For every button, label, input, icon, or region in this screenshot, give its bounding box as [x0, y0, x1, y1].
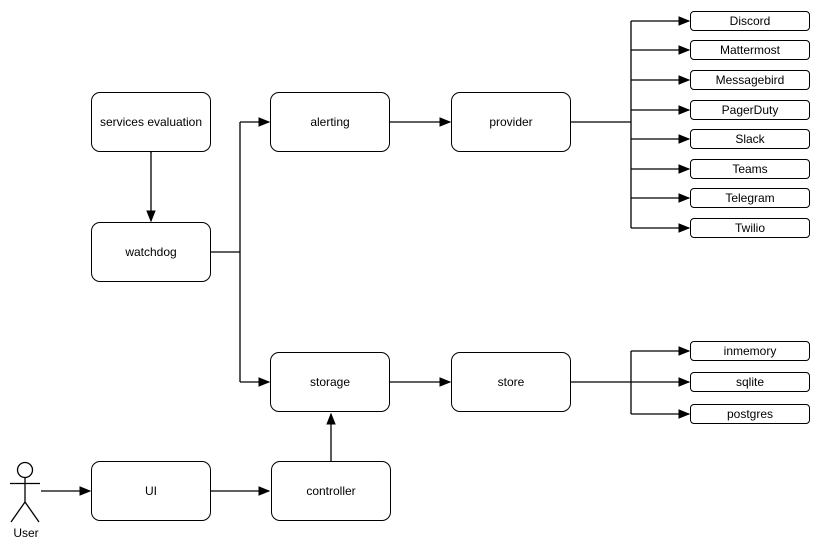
leaf-twilio-label: Twilio — [734, 221, 765, 235]
node-controller: controller — [271, 461, 391, 521]
node-watchdog-label: watchdog — [125, 244, 177, 259]
leaf-slack: Slack — [690, 129, 810, 149]
node-ui-label: UI — [145, 483, 157, 498]
leaf-discord-label: Discord — [729, 14, 771, 28]
node-alerting: alerting — [270, 92, 390, 152]
leaf-teams: Teams — [690, 159, 810, 179]
node-alerting-label: alerting — [310, 114, 350, 129]
node-services-evaluation-label: services evaluation — [99, 114, 203, 129]
leaf-messagebird: Messagebird — [690, 70, 810, 90]
node-store-label: store — [497, 374, 525, 389]
leaf-slack-label: Slack — [735, 132, 765, 146]
leaf-inmemory-label: inmemory — [723, 344, 777, 358]
node-services-evaluation: services evaluation — [91, 92, 211, 152]
node-controller-label: controller — [306, 483, 356, 498]
leaf-pagerduty-label: PagerDuty — [721, 103, 779, 117]
node-watchdog: watchdog — [91, 222, 211, 282]
node-provider-label: provider — [489, 114, 533, 129]
node-provider: provider — [451, 92, 571, 152]
leaf-telegram-label: Telegram — [725, 191, 775, 205]
leaf-teams-label: Teams — [732, 162, 768, 176]
node-storage: storage — [270, 352, 390, 412]
node-ui: UI — [91, 461, 211, 521]
node-storage-label: storage — [309, 374, 351, 389]
node-store: store — [451, 352, 571, 412]
leaf-discord: Discord — [690, 11, 810, 31]
leaf-telegram: Telegram — [690, 188, 810, 208]
leaf-postgres: postgres — [690, 404, 810, 424]
leaf-inmemory: inmemory — [690, 341, 810, 361]
user-actor-icon — [10, 461, 40, 523]
leaf-messagebird-label: Messagebird — [715, 73, 785, 87]
leaf-postgres-label: postgres — [726, 407, 774, 421]
leaf-twilio: Twilio — [690, 218, 810, 238]
leaf-pagerduty: PagerDuty — [690, 100, 810, 120]
leaf-mattermost: Mattermost — [690, 40, 810, 60]
leaf-sqlite-label: sqlite — [735, 375, 764, 389]
leaf-sqlite: sqlite — [690, 372, 810, 392]
user-actor-label: User — [13, 526, 39, 540]
leaf-mattermost-label: Mattermost — [719, 43, 780, 57]
